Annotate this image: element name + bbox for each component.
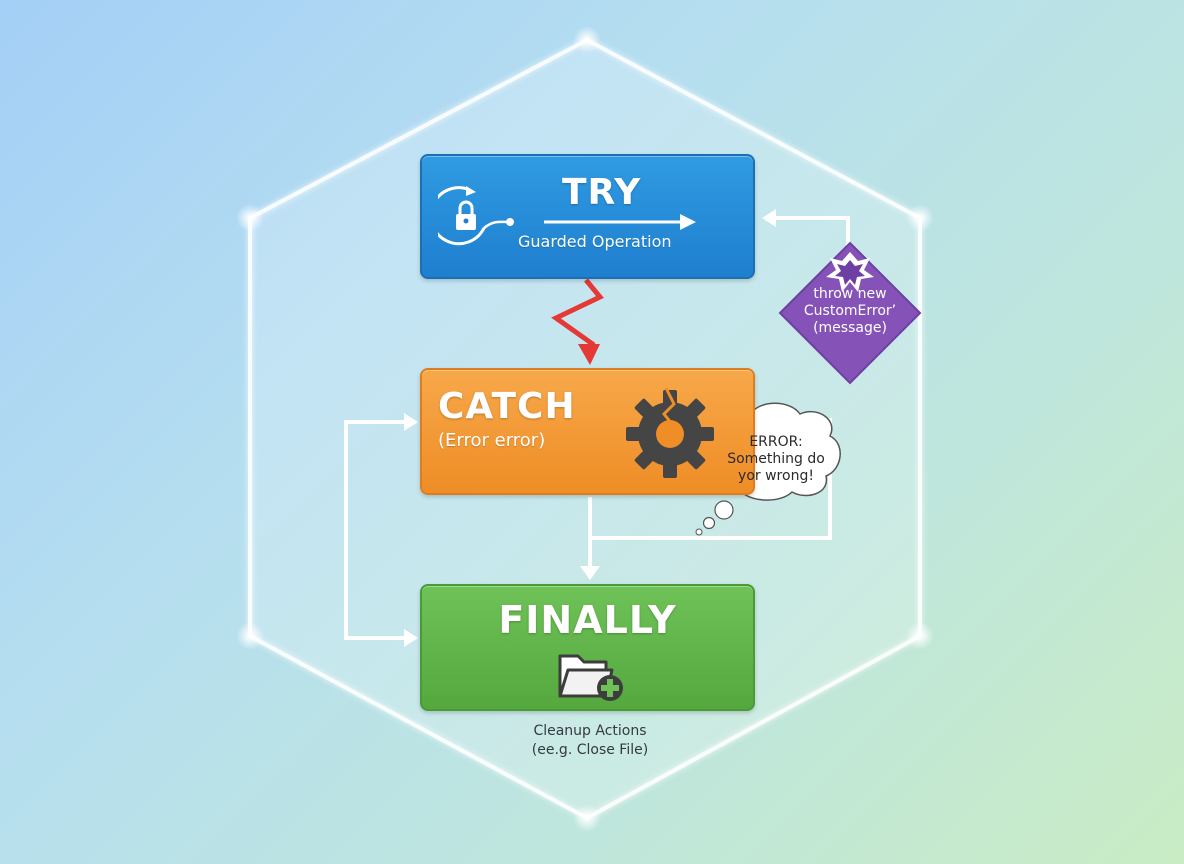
throw-diamond [778, 241, 922, 385]
catch-parameter: (Error error) [438, 430, 546, 451]
finally-title: FINALLY [498, 598, 677, 642]
try-title: TRY [562, 172, 642, 213]
rethrow-arrow [770, 216, 850, 250]
error-bubble-text: ERROR: Something do yor wrong! [716, 434, 836, 485]
error-bubble-line1: ERROR: [749, 434, 803, 450]
catch-to-finally-loop-arrow [344, 420, 410, 640]
error-bubble-line3: yor wrong! [738, 468, 814, 484]
lock-icon [438, 186, 514, 246]
error-bubble-line2: Something do [727, 451, 825, 467]
finally-caption: Cleanup Actions (ee.g. Close File) [480, 722, 700, 760]
finally-caption-line1: Cleanup Actions [533, 723, 647, 739]
throw-line1: throw new [813, 286, 887, 302]
finally-block: FINALLY [420, 584, 755, 711]
throw-line2: CustomError’ [803, 303, 897, 319]
throw-line3: (message) [813, 320, 887, 336]
folder-plus-icon [558, 654, 623, 701]
try-block: TRY Guarded Operation [420, 154, 755, 279]
broken-gear-icon [626, 387, 714, 478]
try-subtitle: Guarded Operation [518, 232, 672, 251]
finally-caption-line2: (ee.g. Close File) [531, 742, 649, 758]
error-lightning-arrow [551, 278, 604, 365]
catch-title: CATCH [438, 386, 576, 427]
try-flow-arrow [544, 214, 696, 230]
throw-label: throw new CustomError’ (message) [780, 286, 920, 337]
catch-block: CATCH (Error error) [420, 368, 755, 495]
